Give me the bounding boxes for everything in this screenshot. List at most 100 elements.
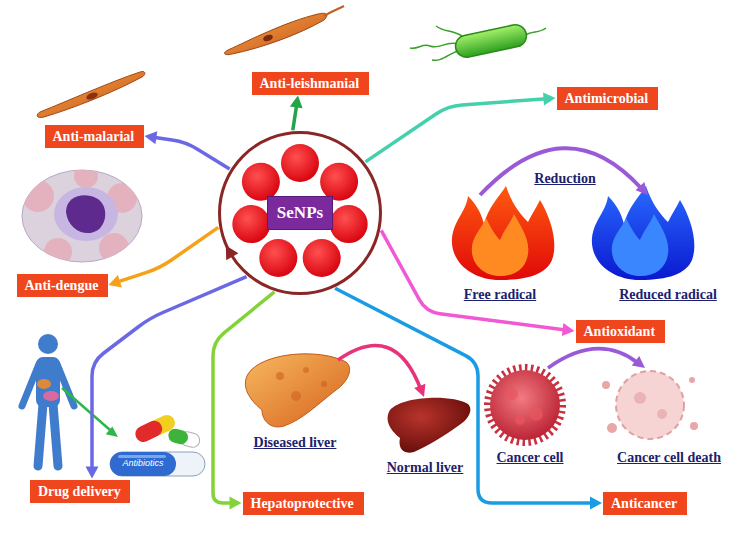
arrow-head [414,384,425,397]
cell-bump [515,415,525,425]
flame [592,186,694,280]
nanoparticle [281,144,319,182]
nanoparticle [259,239,297,277]
arrow-head [632,356,645,368]
cell-fragment [634,392,646,404]
arrow-line [92,277,247,470]
application-box: Anti-dengue [17,274,108,297]
cell-fragment [602,381,610,389]
arrow-line [365,99,546,162]
reduction-arrow [480,148,648,195]
blood-smear [22,164,142,266]
application-arrow [213,292,274,510]
picture-caption: Cancer cell [497,449,564,466]
nanoparticle [330,205,368,243]
nanoparticle [232,205,270,243]
arrow-line [117,227,218,282]
picture-caption: Reduction [534,170,595,187]
dead-cancer-cell [602,371,698,439]
cell-body [490,370,560,440]
bacterium-body [453,23,528,59]
liver [388,398,471,453]
nanoparticle-circle: SeNPs [218,131,382,295]
cell-fragment [657,409,667,419]
flagellum [436,26,462,36]
arrow-head [106,427,118,437]
application-arrow [145,131,230,169]
arrow-head [290,96,303,109]
box-label: Anticancer [611,495,679,512]
capsule-shine [118,455,166,458]
cell-spikes [488,368,562,442]
nanoparticle [303,239,341,277]
ring-arrow-head [226,246,239,261]
cell-body [616,371,684,439]
flagellum [324,6,344,16]
cell-fragment [690,422,698,430]
parasite-body [225,13,327,54]
leishmania-parasite [225,6,344,55]
infected-cell [54,187,118,241]
picture-caption: Diseased liver [254,434,337,451]
healing-arrow [338,345,425,397]
box-label: Antimicrobial [565,90,650,107]
cell-bump [506,388,518,400]
flame-core [612,214,669,276]
arrow-line [62,388,110,430]
diseased-liver [245,354,349,427]
application-arrow [290,96,303,131]
flagellum [410,43,458,48]
arrow-line [153,137,229,169]
capsule [110,452,176,476]
capsule [110,452,205,476]
red-blood-cell [74,164,98,188]
liver [245,354,349,427]
picture-caption: Free radical [464,286,536,303]
red-blood-cell [22,180,54,212]
application-arrow [335,288,602,509]
capsule [167,427,190,446]
arrow-head [86,467,99,479]
parasite-body [37,71,145,117]
arrow-line [335,288,593,503]
arm [22,364,39,406]
arrow-head [145,131,158,144]
arrow-head [636,182,649,195]
malaria-parasite [37,71,145,117]
application-box: Antimicrobial [557,87,658,110]
cancer-cell [488,368,562,442]
organ [43,391,59,401]
arm [57,364,74,406]
leg [38,404,43,466]
flame-core [472,214,529,276]
arrow-line [480,148,641,195]
arrow-line [548,349,638,368]
flagellum [432,50,460,60]
body-to-pills-arrow [62,388,118,437]
parasite-nucleus [262,33,273,42]
liver-spot [276,372,284,380]
box-label: Antioxidant [584,323,657,340]
reduced-radical-flame [592,186,694,280]
box-label: Anti-malarial [53,128,136,145]
application-arrow [109,227,219,287]
application-box: Anti-malarial [45,125,144,148]
picture-caption: Normal liver [387,459,464,476]
application-box: Drug delivery [30,480,130,503]
liver-spot [303,367,309,373]
arrow-line [293,104,297,130]
box-label: Drug delivery [38,483,122,500]
picture-caption: Reduced radical [619,286,717,303]
organ [37,379,51,389]
free-radical-flame [452,186,554,280]
arrow-head [109,275,122,287]
liver-spot [321,381,327,387]
box-label: Hepatoprotective [251,495,356,512]
normal-liver [388,398,471,453]
head [38,334,58,354]
arrow-line [381,230,565,330]
application-arrow [381,230,574,336]
